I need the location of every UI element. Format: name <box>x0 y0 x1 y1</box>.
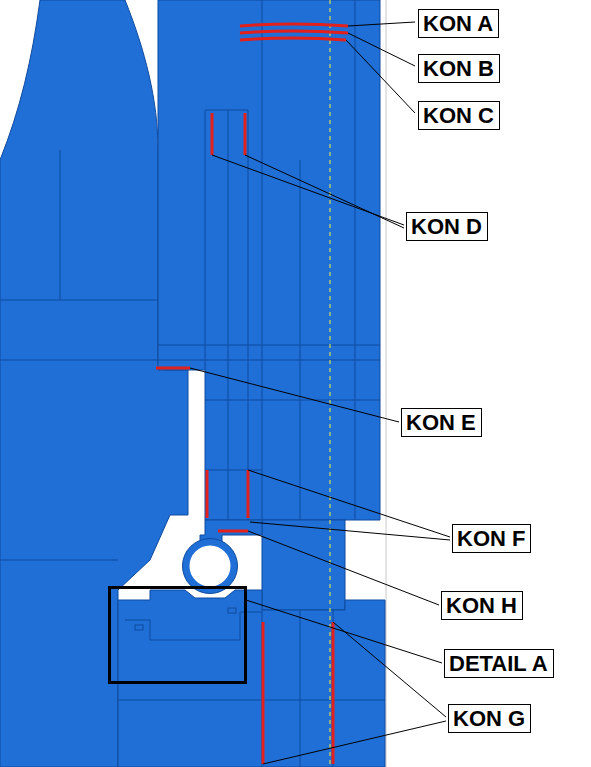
housing-edges <box>0 150 158 560</box>
callout-box: KON D <box>406 212 488 241</box>
seal-ring-edge <box>183 539 238 594</box>
callout-box: KON H <box>441 591 523 620</box>
callout-label: KON G <box>449 705 530 732</box>
callout-box: KON C <box>418 101 500 130</box>
lower-block <box>118 590 385 767</box>
callout-box: KON F <box>452 524 531 553</box>
central-stem <box>262 520 345 610</box>
callout-label: KON E <box>402 409 481 436</box>
detail-frame <box>110 588 246 683</box>
reference-line <box>386 0 387 767</box>
callout-label: KON A <box>419 10 498 37</box>
callout-label: DETAIL A <box>445 650 553 677</box>
callout-label: KON H <box>442 592 522 619</box>
upper-body <box>158 0 380 520</box>
seal-ring <box>186 542 234 590</box>
callout-box: KON A <box>418 9 499 38</box>
upper-body-lines <box>158 0 380 520</box>
callout-label: KON F <box>453 525 530 552</box>
contact-marks <box>156 24 348 764</box>
callout-box: KON E <box>401 408 482 437</box>
callout-label: KON D <box>407 213 487 240</box>
callout-box: DETAIL A <box>444 649 554 678</box>
centre-line <box>329 0 330 767</box>
callout-label: KON C <box>419 102 499 129</box>
callout-box: KON B <box>418 54 500 83</box>
callout-box: KON G <box>448 704 531 733</box>
callout-label: KON B <box>419 55 499 82</box>
leader-lines <box>190 22 450 764</box>
